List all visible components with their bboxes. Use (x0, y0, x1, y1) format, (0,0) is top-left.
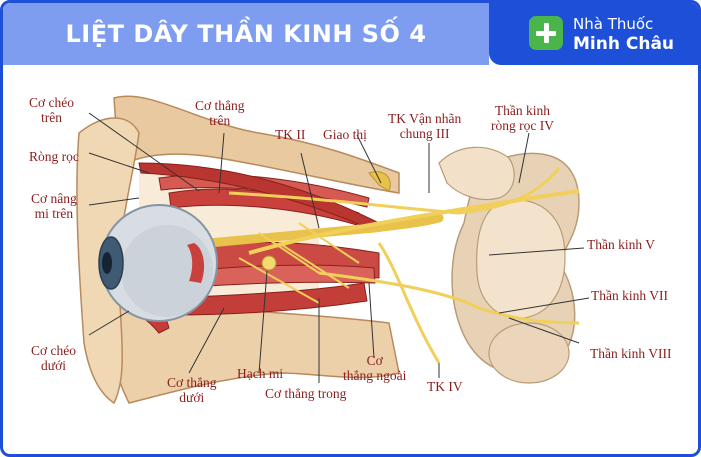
plus-icon (529, 16, 563, 50)
label-trigeminal: Thần kinh V (587, 237, 655, 252)
pons (476, 199, 566, 319)
nerve-IV-bottom (377, 242, 441, 364)
nerve-branches (238, 222, 360, 304)
eye-anatomy-illustration (76, 95, 590, 405)
orbit-bone-upper (113, 95, 400, 194)
label-facial: Thần kinh VII (591, 288, 668, 303)
muscle-inferior-rectus (168, 282, 368, 316)
optic-chiasm (368, 171, 391, 192)
ciliary-ganglion (261, 255, 277, 271)
pointer-lines (88, 112, 590, 383)
label-trochlea: Ròng rọc (29, 149, 79, 164)
label-medial-rectus: Cơ thẳng trong (265, 386, 347, 401)
nerve-IV-top (228, 167, 561, 215)
nerve-III (248, 189, 580, 255)
title-banner: LIỆT DÂY THẦN KINH SỐ 4 (3, 3, 489, 65)
label-optic-nerve: TK II (275, 127, 306, 142)
label-ciliary-ganglion: Hạch mi (237, 366, 284, 381)
label-optic-chiasm: Giao thị (323, 127, 367, 142)
brand-line2: Minh Châu (573, 34, 675, 54)
muscle-insertion (187, 243, 205, 283)
muscle-medial-rectus (188, 264, 376, 288)
pupil (102, 252, 112, 274)
cerebellum (488, 322, 570, 384)
label-vestibulocochlear: Thần kinh VIII (590, 346, 672, 361)
nerve-V (318, 271, 580, 325)
optic-nerve (204, 213, 444, 248)
brand-line1: Nhà Thuốc (573, 15, 654, 33)
label-trochlear-bottom: TK IV (427, 379, 463, 394)
brand-badge: Nhà Thuốc Minh Châu (489, 3, 698, 65)
page-title: LIỆT DÂY THẦN KINH SỐ 4 (65, 20, 427, 48)
midbrain (438, 146, 515, 201)
